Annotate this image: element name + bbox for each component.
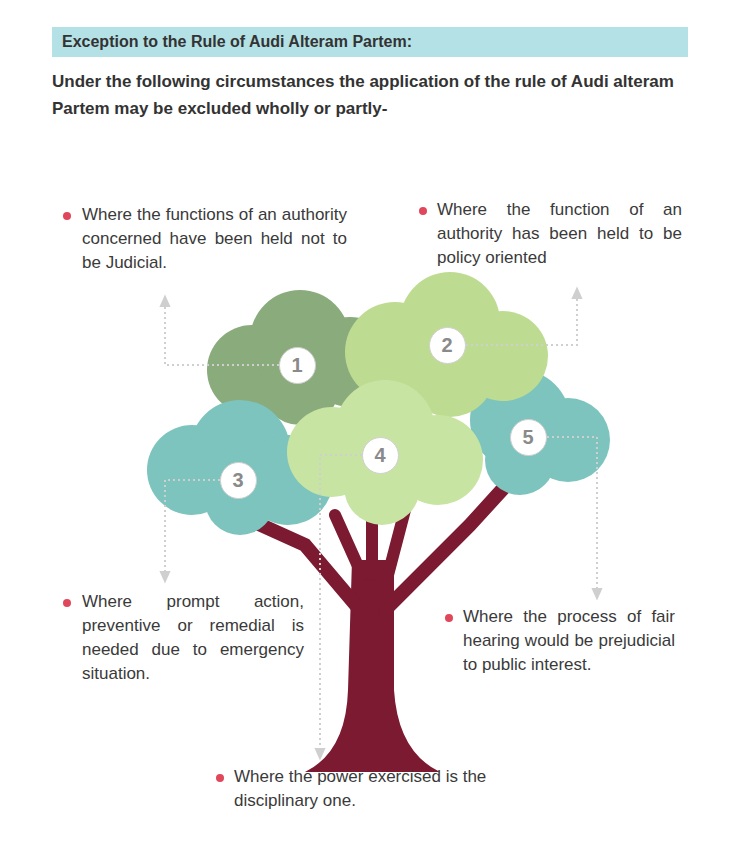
bullet-dots <box>63 207 453 782</box>
exception-text: Where the power exercised is the discipl… <box>234 765 524 813</box>
subtitle-text: Under the following circumstances the ap… <box>52 68 697 122</box>
callout-number: 1 <box>291 354 302 377</box>
leader-lines <box>165 292 597 755</box>
number-circle: 4 <box>362 437 399 474</box>
callout-number: 5 <box>522 426 533 449</box>
callout-number: 4 <box>374 444 385 467</box>
number-circle: 2 <box>429 327 466 364</box>
title-text: Exception to the Rule of Audi Alteram Pa… <box>52 27 688 57</box>
exception-text: Where the function of an authority has b… <box>437 198 682 270</box>
number-circle: 3 <box>220 462 257 499</box>
cloud-4 <box>287 380 483 525</box>
exception-text: Where the process of fair hearing would … <box>463 605 675 677</box>
title-band: Exception to the Rule of Audi Alteram Pa… <box>52 27 688 57</box>
exception-text: Where the functions of an authority conc… <box>82 203 347 275</box>
callout-number: 3 <box>232 469 243 492</box>
exception-text: Where prompt action, preventive or remed… <box>82 590 304 686</box>
callout-number: 2 <box>441 334 452 357</box>
number-circle: 1 <box>279 347 316 384</box>
number-circle: 5 <box>510 419 547 456</box>
